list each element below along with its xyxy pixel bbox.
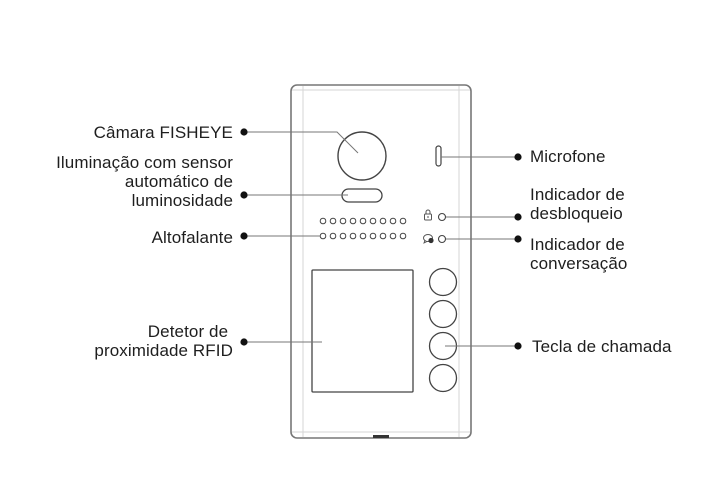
call-button[interactable]: [428, 299, 458, 329]
speaker-hole: [319, 232, 327, 240]
speaker-hole: [339, 217, 347, 225]
label-unlock-indicator: Indicador de desbloqueio: [530, 185, 625, 223]
dot-call-button: [514, 342, 522, 350]
label-call-button: Tecla de chamada: [532, 337, 672, 356]
label-illumination: Iluminação com sensor automático de lumi…: [56, 153, 233, 210]
unlock-indicator-led: [437, 212, 447, 222]
rfid-reader-area: [311, 269, 414, 393]
label-rfid: Detetor de proximidade RFID: [94, 322, 233, 360]
bottom-screw-slot: [373, 435, 389, 438]
speaker-hole: [359, 232, 367, 240]
dot-talk: [514, 235, 522, 243]
speaker-hole: [389, 232, 397, 240]
call-button[interactable]: [428, 363, 458, 393]
call-buttons-group: [428, 267, 458, 393]
speaker-hole: [389, 217, 397, 225]
speaker-hole: [359, 217, 367, 225]
speaker-hole: [349, 217, 357, 225]
talk-indicator-led: [437, 234, 447, 244]
dot-camera: [240, 128, 248, 136]
dot-illumination: [240, 191, 248, 199]
dot-rfid: [240, 338, 248, 346]
speaker-hole: [329, 232, 337, 240]
dot-microphone: [514, 153, 522, 161]
dot-speaker: [240, 232, 248, 240]
speaker-grille: [319, 217, 407, 240]
speaker-hole: [339, 232, 347, 240]
leader-camera: [245, 131, 359, 154]
microphone-slot: [435, 145, 442, 167]
speaker-hole: [319, 217, 327, 225]
speaker-hole: [379, 232, 387, 240]
speaker-hole: [329, 217, 337, 225]
speaker-hole: [349, 232, 357, 240]
call-button[interactable]: [428, 267, 458, 297]
camera-lens: [337, 131, 387, 181]
speaker-hole: [369, 232, 377, 240]
dot-unlock: [514, 213, 522, 221]
label-microphone: Microfone: [530, 147, 606, 166]
speaker-hole: [399, 217, 407, 225]
speaker-hole: [369, 217, 377, 225]
speech-bubble-icon: [423, 234, 434, 244]
label-speaker: Altofalante: [151, 228, 233, 247]
lock-icon: [424, 209, 432, 221]
label-camera: Câmara FISHEYE: [93, 123, 233, 142]
label-talk-indicator: Indicador de conversação: [530, 235, 628, 273]
speaker-hole: [399, 232, 407, 240]
speaker-hole: [379, 217, 387, 225]
